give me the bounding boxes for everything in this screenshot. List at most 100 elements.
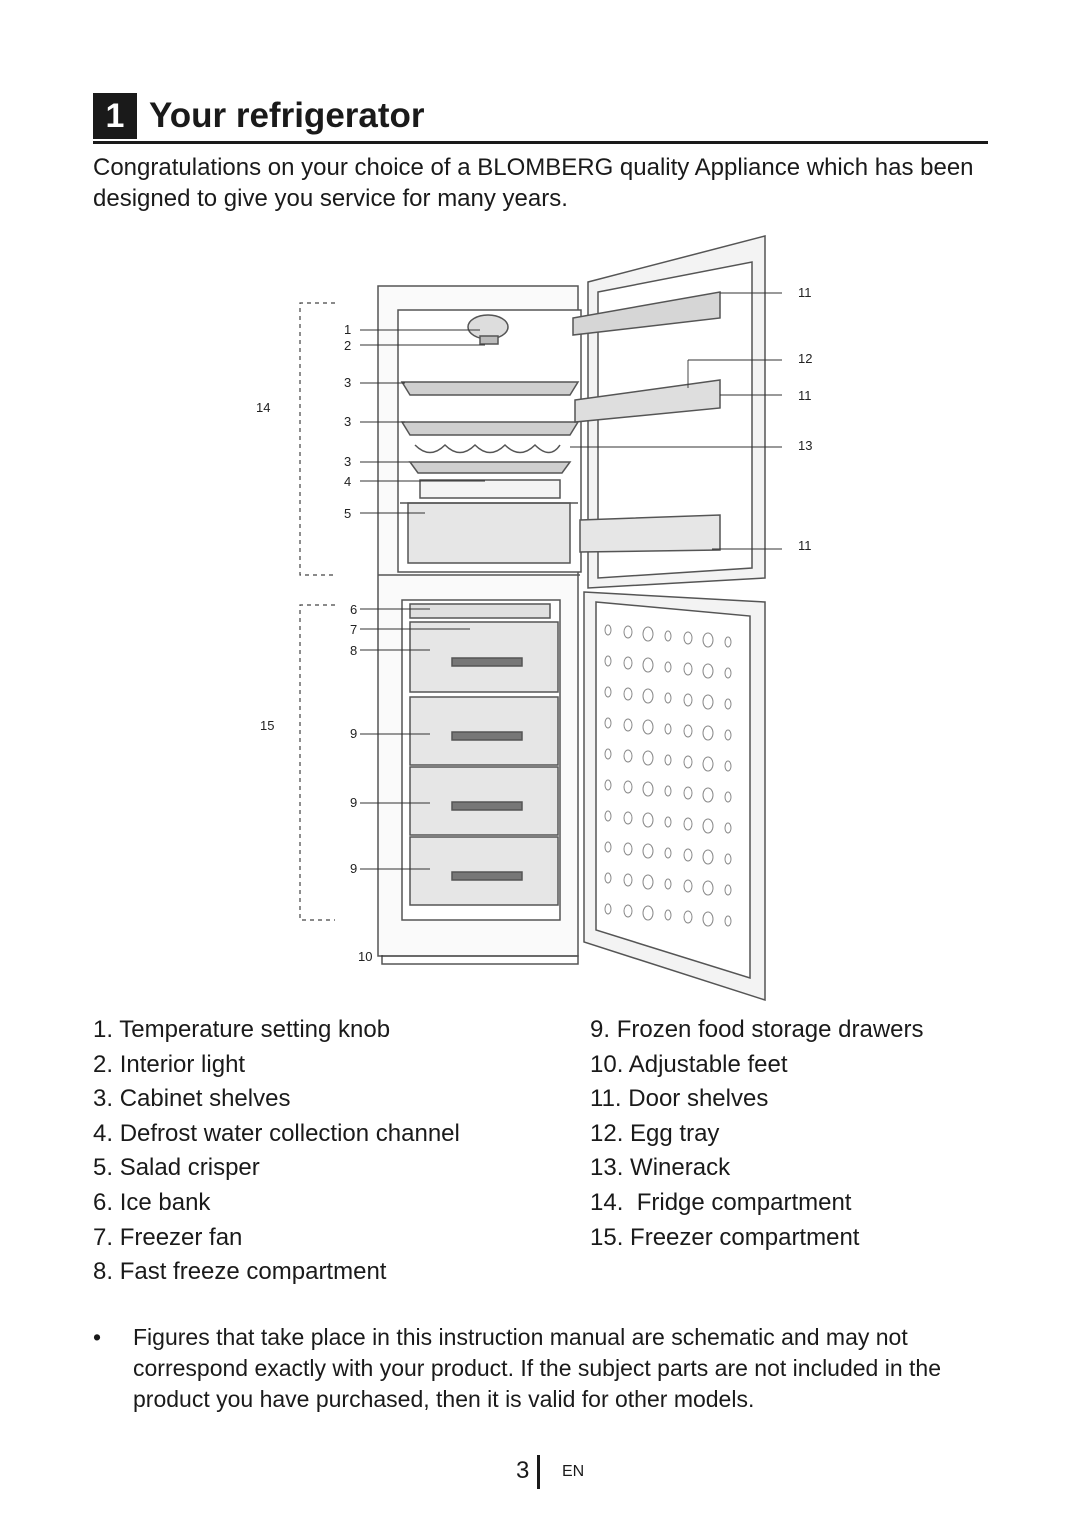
door-dot: [702, 694, 714, 710]
door-dot: [642, 781, 654, 797]
door-dot: [702, 880, 714, 896]
door-dot: [604, 655, 612, 667]
legend-text: Freezer fan: [119, 1223, 243, 1251]
callout-9b: 9: [350, 795, 357, 810]
door-dot: [724, 698, 732, 710]
door-dot: [642, 719, 654, 735]
door-dot: [683, 693, 693, 707]
callout-2: 2: [344, 338, 351, 353]
legend-item: 10. Adjustable feet: [590, 1048, 924, 1083]
door-dot: [702, 725, 714, 741]
door-dot: [664, 847, 672, 859]
door-dot: [683, 631, 693, 645]
door-dot: [623, 904, 633, 918]
language-code: EN: [562, 1463, 585, 1480]
door-dot: [683, 662, 693, 676]
legend-number: 1.: [93, 1016, 114, 1043]
door-dot: [604, 903, 612, 915]
legend-number: 8.: [93, 1258, 114, 1286]
legend-number: 9.: [590, 1016, 611, 1043]
door-dot: [604, 624, 612, 636]
door-dot: [623, 749, 633, 763]
door-dot: [642, 905, 654, 921]
door-dot: [683, 910, 693, 924]
door-dot: [683, 848, 693, 862]
door-dot: [604, 779, 612, 791]
door-dot: [702, 911, 714, 927]
door-dot: [623, 780, 633, 794]
legend-text: Door shelves: [628, 1085, 769, 1113]
door-dot: [623, 625, 633, 639]
diagram-drawing: [377, 235, 766, 1002]
legend-item: 14. Fridge compartment: [590, 1186, 924, 1221]
legend-item: 2. Interior light: [93, 1048, 460, 1083]
door-dot: [642, 843, 654, 859]
door-dot: [642, 812, 654, 828]
door-dot: [683, 786, 693, 800]
legend-item: 8. Fast freeze compartment: [93, 1255, 460, 1290]
door-dot: [642, 874, 654, 890]
door-dot: [702, 632, 714, 648]
callout-3a: 3: [344, 375, 351, 390]
legend-text: Adjustable feet: [628, 1050, 788, 1078]
legend-number: 5.: [93, 1154, 114, 1182]
door-dot: [623, 842, 633, 856]
legend-number: 15.: [590, 1223, 624, 1251]
door-dot: [664, 723, 672, 735]
legend-text: Cabinet shelves: [119, 1085, 291, 1113]
door-dot: [724, 791, 732, 803]
callout-3b: 3: [344, 414, 351, 429]
legend-item: 13. Winerack: [590, 1151, 924, 1186]
callout-3c: 3: [344, 454, 351, 469]
door-dot: [604, 810, 612, 822]
parts-legend-right: 9. Frozen food storage drawers 10. Adjus…: [590, 1013, 924, 1255]
door-dot: [623, 656, 633, 670]
door-dot: [683, 755, 693, 769]
door-dot: [642, 657, 654, 673]
bullet-icon: •: [93, 1324, 102, 1350]
page-footer: 3 EN: [0, 1455, 1080, 1491]
legend-text: Egg tray: [630, 1119, 720, 1147]
legend-number: 11.: [590, 1085, 622, 1113]
door-dot: [724, 636, 732, 648]
legend-text: Freezer compartment: [630, 1223, 860, 1251]
callout-9c: 9: [350, 861, 357, 876]
legend-number: 14.: [590, 1188, 624, 1216]
callout-10: 10: [358, 949, 372, 964]
door-dot: [724, 760, 732, 772]
schematic-note: • Figures that take place in this instru…: [93, 1322, 993, 1415]
door-dot: [702, 787, 714, 803]
callout-11a: 11: [798, 285, 812, 300]
legend-text: Defrost water collection channel: [119, 1119, 460, 1147]
door-dot: [702, 756, 714, 772]
door-dot: [604, 872, 612, 884]
door-dot: [702, 663, 714, 679]
door-dot: [724, 667, 732, 679]
section-header: 1 Your refrigerator: [93, 93, 988, 144]
intro-paragraph: Congratulations on your choice of a BLOM…: [93, 154, 974, 212]
door-dot: [724, 853, 732, 865]
door-dot: [702, 818, 714, 834]
door-dot: [664, 816, 672, 828]
door-dot: [604, 748, 612, 760]
door-dot: [623, 687, 633, 701]
door-dot: [702, 849, 714, 865]
legend-text: Fast freeze compartment: [119, 1258, 387, 1286]
door-dot: [642, 626, 654, 642]
legend-item: 5. Salad crisper: [93, 1151, 460, 1186]
refrigerator-diagram: 1 2 3 3 3 4 5 6 7 8 9 9 9 11 12 11 13 11…: [256, 235, 812, 1002]
legend-text: Fridge compartment: [630, 1188, 852, 1216]
bracket-label-14: 14: [256, 400, 270, 415]
door-dot: [664, 754, 672, 766]
legend-number: 3.: [93, 1085, 114, 1113]
section-title: Your refrigerator: [149, 96, 425, 135]
door-dot: [683, 724, 693, 738]
footer-divider: [537, 1455, 540, 1489]
door-dot: [604, 717, 612, 729]
door-dot: [724, 729, 732, 741]
door-dot: [623, 811, 633, 825]
door-dot: [604, 841, 612, 853]
door-dot: [642, 688, 654, 704]
legend-number: 10.: [590, 1050, 624, 1078]
legend-number: 7.: [93, 1223, 114, 1251]
